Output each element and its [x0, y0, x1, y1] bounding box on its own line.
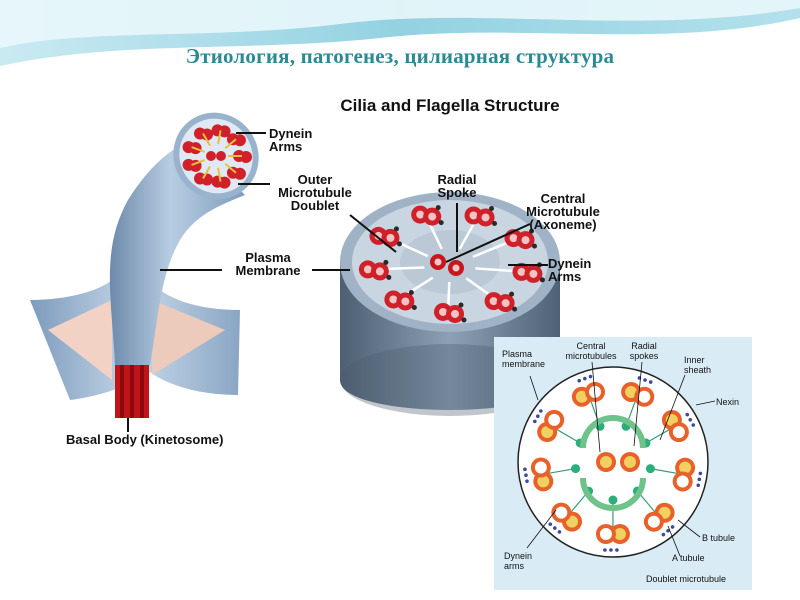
- section-doublet: [523, 457, 554, 492]
- outer-doublet: [369, 226, 402, 247]
- outer-doublet: [512, 262, 545, 283]
- section-doublet: [595, 523, 630, 552]
- tip-doublet: [182, 158, 206, 172]
- outer-doublet: [411, 205, 444, 226]
- section-label-b-tubule: B tubule: [702, 533, 736, 543]
- section-inner-sheath: [580, 415, 646, 511]
- section-leader-lines: [526, 361, 716, 557]
- section-central-pair: [596, 452, 640, 472]
- section-doublet: [643, 502, 675, 537]
- section-doublet: [661, 409, 696, 443]
- tip-doublet: [228, 150, 252, 163]
- tip-doublet: [224, 162, 246, 180]
- section-spoke-head: [571, 464, 581, 474]
- tip-doublet: [182, 141, 206, 155]
- outer-doublet: [384, 289, 417, 311]
- outer-doublet: [464, 205, 498, 227]
- slide-title: Этиология, патогенез, цилиарная структур…: [185, 44, 615, 68]
- section-doublet: [533, 409, 565, 443]
- tip-doublet: [194, 127, 213, 147]
- outer-doublet: [434, 302, 467, 323]
- section-doublet-microtubules: [523, 374, 703, 552]
- tip-central-pair: [206, 151, 226, 161]
- tip-doublet: [224, 133, 246, 150]
- outer-doublet: [504, 228, 538, 250]
- kinetosome: [115, 360, 149, 418]
- section-label-nexin: Nexin: [716, 397, 740, 407]
- section-label-doublet-microtubule: Doublet microtubule: [646, 574, 727, 584]
- tip-doublet: [211, 167, 231, 189]
- section-label-a-tubule: A tubule: [672, 553, 705, 563]
- leader-lines: [127, 132, 548, 432]
- section-spoke-head: [645, 464, 655, 474]
- section-spoke-head: [608, 495, 618, 505]
- outer-doublet: [484, 291, 518, 313]
- figure-title: Cilia and Flagella Structure: [340, 96, 560, 115]
- outer-doublets-3d: [358, 205, 545, 323]
- outer-doublet: [358, 259, 392, 281]
- label-basal-body: Basal Body (Kinetosome): [66, 432, 224, 447]
- section-doublet: [548, 502, 583, 534]
- tip-microtubule-doublets: [182, 124, 252, 189]
- tip-doublet: [211, 124, 231, 145]
- section-doublet: [672, 457, 703, 492]
- tip-doublet: [194, 165, 213, 186]
- central-pair-3d: [430, 254, 464, 276]
